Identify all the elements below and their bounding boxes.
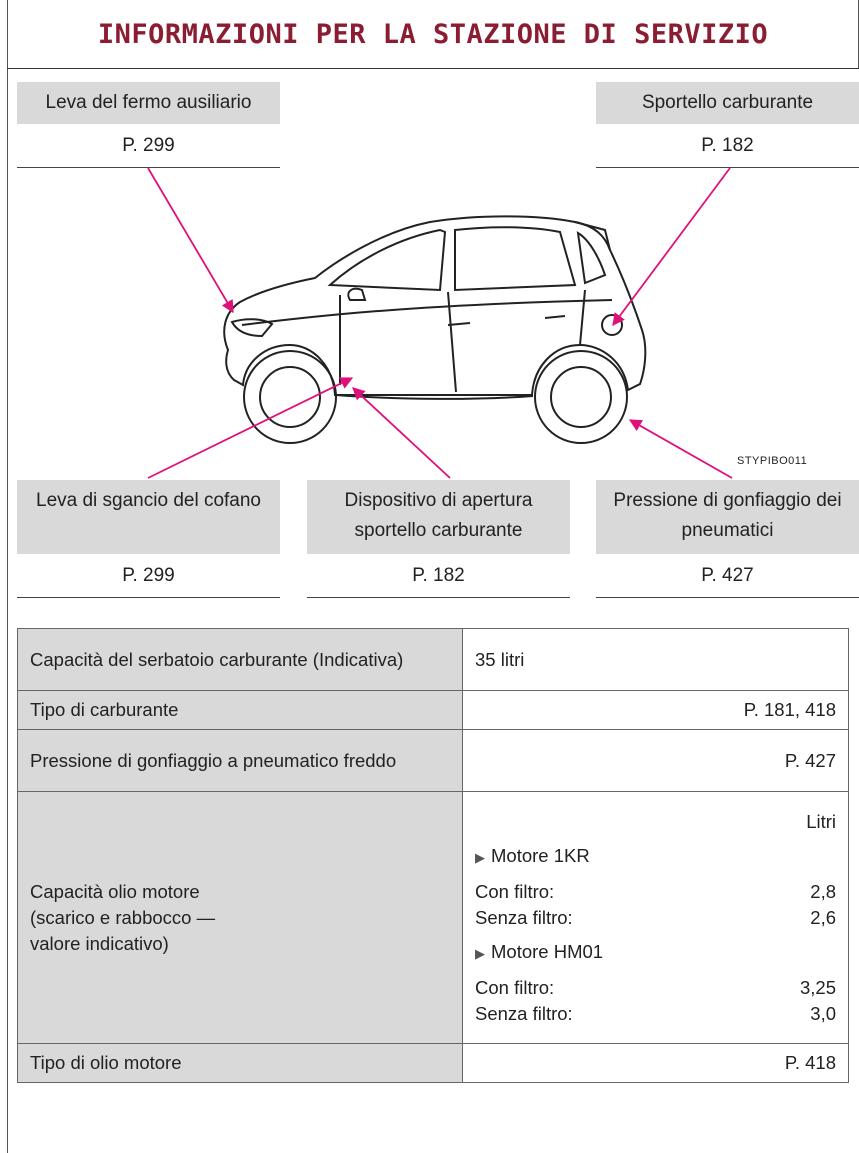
callout-label: Leva del fermo ausiliario: [17, 82, 280, 124]
row-label: Tipo di carburante: [17, 690, 463, 730]
row-label: Pressione di gonfiaggio a pneumatico fre…: [17, 729, 463, 792]
row-value-page-ref[interactable]: P. 418: [462, 1043, 849, 1083]
table-row: Pressione di gonfiaggio a pneumatico fre…: [17, 729, 849, 792]
oil-capacity-label: Capacità olio motore (scarico e rabbocco…: [17, 791, 463, 1044]
oil-label-line: valore indicativo): [30, 932, 169, 954]
engine-heading: ▶ Motore HM01: [475, 939, 836, 967]
oil-row: Con filtro: 3,25: [475, 975, 836, 1001]
oil-label-line: (scarico e rabbocco —: [30, 906, 216, 928]
callout-label: Leva di sgancio del cofano: [17, 480, 280, 554]
unit-label: Litri: [806, 810, 836, 832]
table-row: Tipo di olio motore P. 418: [17, 1043, 849, 1083]
triangle-bullet-icon: ▶: [475, 849, 485, 865]
oil-row: Senza filtro: 2,6: [475, 905, 836, 931]
oil-row-label: Con filtro:: [475, 880, 555, 902]
title-bar: INFORMAZIONI PER LA STAZIONE DI SERVIZIO: [7, 0, 859, 69]
row-label: Tipo di olio motore: [17, 1043, 463, 1083]
row-value: 35 litri: [462, 628, 849, 691]
callout-hood-lock-lever: Leva del fermo ausiliario P. 299: [17, 82, 280, 168]
engine-name: Motore HM01: [491, 940, 604, 962]
table-row: Tipo di carburante P. 181, 418: [17, 690, 849, 730]
oil-row: Con filtro: 2,8: [475, 879, 836, 905]
callout-arrows: [147, 167, 733, 479]
oil-row-label: Con filtro:: [475, 976, 555, 998]
callout-page-ref[interactable]: P. 299: [17, 124, 280, 168]
triangle-bullet-icon: ▶: [475, 945, 485, 961]
callout-fuel-door: Sportello carburante P. 182: [596, 82, 859, 168]
arrow-tire-pressure: [628, 419, 733, 479]
engine-heading: ▶ Motore 1KR: [475, 843, 836, 871]
callout-page-ref[interactable]: P. 427: [596, 554, 859, 598]
callout-label: Dispositivo di apertura sportello carbur…: [307, 480, 570, 554]
page-frame-left: [7, 0, 8, 1153]
figure-code: STYPIBO011: [737, 455, 808, 467]
arrow-fuel-door-opener: [352, 387, 451, 479]
car-outline: [223, 215, 647, 444]
oil-row-label: Senza filtro:: [475, 1002, 573, 1024]
table-row: Capacità del serbatoio carburante (Indic…: [17, 628, 849, 691]
callout-page-ref[interactable]: P. 299: [17, 554, 280, 598]
row-value-page-ref[interactable]: P. 181, 418: [462, 690, 849, 730]
callout-fuel-door-opener: Dispositivo di apertura sportello carbur…: [307, 480, 570, 598]
callout-hood-release: Leva di sgancio del cofano P. 299: [17, 480, 280, 598]
row-label: Capacità del serbatoio carburante (Indic…: [17, 628, 463, 691]
page-title: INFORMAZIONI PER LA STAZIONE DI SERVIZIO: [97, 18, 769, 50]
oil-row-value: 3,0: [810, 1002, 836, 1024]
engine-name: Motore 1KR: [491, 844, 590, 866]
arrow-hood-release: [147, 377, 354, 479]
oil-row-value: 3,25: [799, 976, 836, 998]
arrow-fuel-door: [612, 167, 731, 327]
callout-page-ref[interactable]: P. 182: [596, 124, 859, 168]
table-row: Capacità olio motore (scarico e rabbocco…: [17, 791, 849, 1044]
callout-label: Sportello carburante: [596, 82, 859, 124]
oil-label-line: Capacità olio motore: [30, 880, 200, 902]
oil-row-value: 2,6: [810, 906, 836, 928]
callout-page-ref[interactable]: P. 182: [307, 554, 570, 598]
oil-row: Senza filtro: 3,0: [475, 1001, 836, 1027]
oil-row-value: 2,8: [810, 880, 836, 902]
service-spec-table: Capacità del serbatoio carburante (Indic…: [17, 628, 849, 1083]
callout-label: Pressione di gonfiaggio dei pneumatici: [596, 480, 859, 554]
car-illustration: [147, 167, 733, 479]
row-value-page-ref[interactable]: P. 427: [462, 729, 849, 792]
arrow-hood-lock: [147, 167, 234, 314]
oil-capacity-values: Litri ▶ Motore 1KR Con filtro: 2,8 Senza f…: [462, 791, 849, 1044]
oil-row-label: Senza filtro:: [475, 906, 573, 928]
callout-tire-pressure: Pressione di gonfiaggio dei pneumatici P…: [596, 480, 859, 598]
